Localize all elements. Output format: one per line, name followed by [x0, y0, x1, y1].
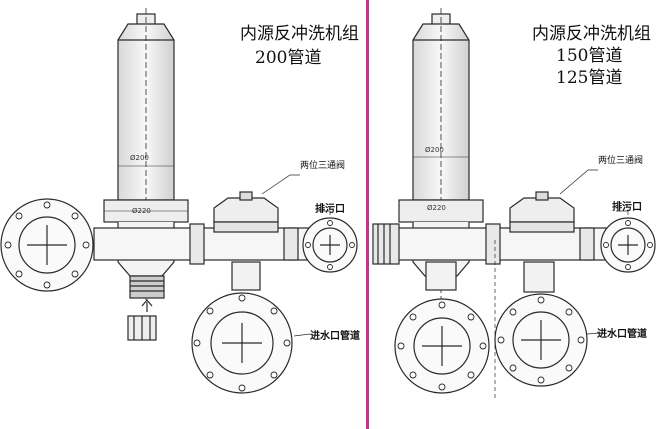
- right-valve-label: 两位三通阀: [598, 156, 644, 166]
- right-main-pipe: [397, 227, 607, 261]
- left-dim-top: Ø200: [130, 154, 149, 162]
- right-drain-label: 排污口: [612, 202, 642, 213]
- left-inlet-label: 进水口管道: [310, 331, 360, 342]
- divider-line: [366, 0, 369, 429]
- left-three-way-valve: [213, 197, 279, 223]
- left-dim-bottom: Ø220: [132, 207, 151, 215]
- right-three-way-valve: [509, 197, 575, 223]
- right-bolt-holes: [397, 220, 653, 391]
- right-pipe-size-b: 125管道: [556, 68, 623, 88]
- left-drain-label: 排污口: [315, 204, 345, 215]
- left-bolt-holes: [4, 201, 355, 392]
- right-dim-bottom: Ø220: [427, 204, 446, 212]
- left-pipe-size: 200管道: [255, 48, 322, 68]
- left-valve-label: 两位三通阀: [300, 161, 346, 171]
- left-title: 内源反冲洗机组: [240, 24, 359, 44]
- right-inlet-label: 进水口管道: [597, 329, 647, 340]
- right-title: 内源反冲洗机组: [532, 24, 651, 44]
- right-dim-top: Ø200: [425, 146, 444, 154]
- right-pipe-size-a: 150管道: [556, 46, 623, 66]
- left-threaded-outlet: [129, 275, 165, 299]
- left-filter-unit: [0, 8, 358, 394]
- right-filter-unit: [372, 8, 656, 400]
